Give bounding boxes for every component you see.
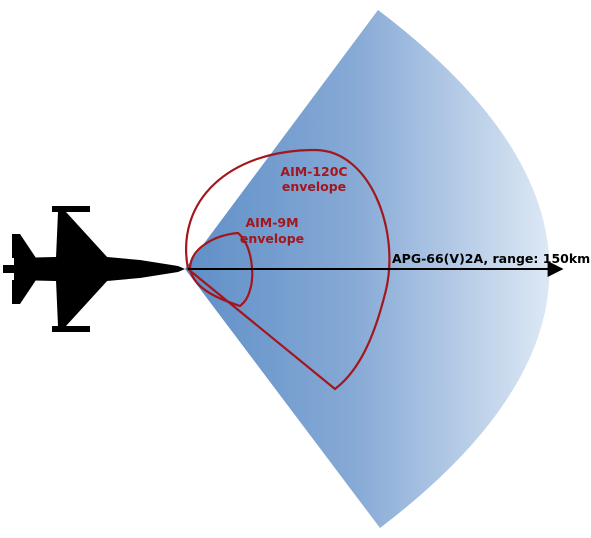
aim120c-label-line1: AIM-120C	[280, 164, 347, 179]
aim9m-label-line2: envelope	[240, 231, 304, 246]
aim9m-label-line1: AIM-9M	[245, 215, 298, 230]
aim120c-envelope-outline	[185, 148, 391, 391]
fighter-jet-silhouette-icon	[3, 206, 185, 332]
radar-range-label: APG-66(V)2A, range: 150km	[392, 251, 590, 266]
aim9m-envelope-outline	[188, 231, 254, 308]
aim120c-label-line2: envelope	[282, 179, 346, 194]
